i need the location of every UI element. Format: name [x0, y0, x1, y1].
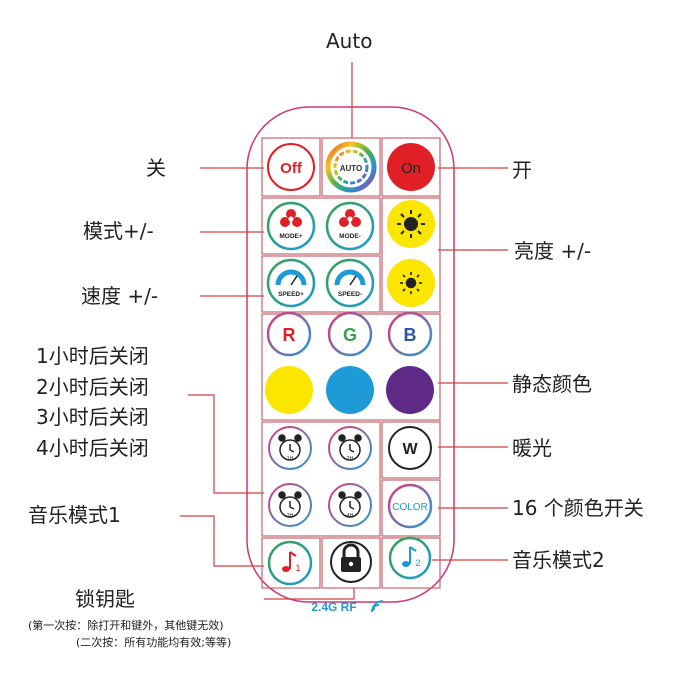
lock-button[interactable] [330, 541, 372, 583]
timer-3h-label: 3H [287, 513, 294, 519]
alarm-clock-icon [278, 434, 302, 461]
music-note-icon [402, 546, 417, 567]
music-mode-2-digit: 2 [415, 558, 420, 568]
label-timer-2h: 2小时后关闭 [36, 375, 149, 399]
label-on: 开 [512, 158, 532, 182]
auto-button[interactable]: AUTO [325, 141, 377, 193]
label-brightness: 亮度 +/- [514, 239, 592, 263]
color-cycle-button[interactable]: COLOR [387, 483, 433, 529]
on-button-label: On [401, 160, 421, 177]
warm-white-label: W [402, 441, 418, 458]
speed-minus-button[interactable]: SPEED- [325, 258, 375, 308]
speed-plus-label: SPEED+ [278, 291, 304, 298]
music-mode-1-button[interactable]: 1 [267, 540, 313, 586]
timer-4h-label: 4H [347, 513, 354, 519]
red-button[interactable]: R [266, 311, 312, 357]
label-speed: 速度 +/- [81, 284, 159, 308]
blue-button-label: B [404, 325, 417, 345]
mode-plus-button[interactable]: MODE+ [266, 201, 316, 251]
lock-note-second: (二次按：所有功能均有效;等等) [76, 636, 232, 649]
speedometer-icon [334, 269, 366, 286]
alarm-clock-icon [338, 434, 362, 461]
flower-icon [280, 209, 302, 227]
blue-button[interactable]: B [387, 311, 433, 357]
timer-1h-button[interactable]: 1H [268, 426, 312, 470]
timer-2h-button[interactable]: 2H [328, 426, 372, 470]
label-16-colors: 16 个颜色开关 [512, 496, 644, 520]
label-timer-4h: 4小时后关闭 [36, 436, 149, 460]
off-button-label: Off [280, 160, 303, 177]
alarm-clock-icon [278, 491, 302, 518]
label-warm: 暖光 [512, 436, 552, 460]
label-auto: Auto [326, 29, 373, 53]
leader-lines [180, 62, 508, 600]
cyan-button[interactable] [326, 366, 374, 414]
music-note-icon [282, 551, 297, 572]
warm-white-button[interactable]: W [388, 426, 432, 470]
sun-icon [397, 210, 425, 238]
label-timer-3h: 3小时后关闭 [36, 405, 149, 429]
flower-icon [339, 209, 361, 227]
padlock-icon [341, 543, 361, 572]
speedometer-icon [275, 269, 307, 286]
yellow-button[interactable] [265, 366, 313, 414]
music-mode-2-button[interactable]: 2 [388, 536, 432, 580]
speed-minus-label: SPEED- [338, 291, 362, 298]
timer-4h-button[interactable]: 4H [328, 483, 372, 527]
red-button-label: R [283, 325, 296, 345]
label-off: 关 [146, 156, 166, 180]
mode-minus-label: MODE- [339, 233, 361, 240]
color-cycle-label: COLOR [392, 502, 428, 513]
wifi-signal-icon [371, 600, 384, 613]
green-button[interactable]: G [327, 311, 373, 357]
mode-minus-button[interactable]: MODE- [325, 201, 375, 251]
timer-1h-label: 1H [287, 456, 294, 462]
label-mode: 模式+/- [83, 219, 154, 243]
rf-label: 2.4G RF [311, 600, 356, 614]
auto-button-label: AUTO [340, 164, 363, 173]
mode-plus-label: MODE+ [279, 233, 303, 240]
speed-plus-button[interactable]: SPEED+ [266, 258, 316, 308]
green-button-label: G [343, 325, 357, 345]
purple-button[interactable] [386, 366, 434, 414]
off-button[interactable]: Off [267, 143, 315, 191]
timer-2h-label: 2H [347, 456, 354, 462]
music-mode-1-digit: 1 [295, 563, 300, 573]
label-music-1: 音乐模式1 [28, 503, 121, 527]
brightness-up-button[interactable] [387, 200, 435, 248]
alarm-clock-icon [338, 491, 362, 518]
brightness-down-button[interactable] [387, 259, 435, 307]
label-music-2: 音乐模式2 [512, 548, 605, 572]
timer-3h-button[interactable]: 3H [268, 483, 312, 527]
label-static-color: 静态颜色 [512, 372, 592, 396]
sun-icon [400, 272, 422, 294]
lock-note-first: (第一次按：除打开和键外，其他键无效) [28, 619, 224, 632]
label-timer-1h: 1小时后关闭 [36, 344, 149, 368]
on-button[interactable]: On [387, 143, 435, 191]
label-lock: 锁钥匙 [75, 587, 135, 611]
